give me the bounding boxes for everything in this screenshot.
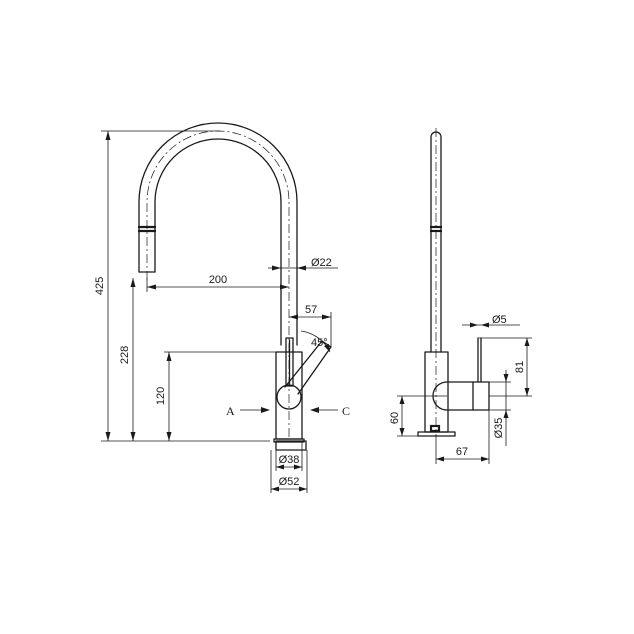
dim-57-arrow-left <box>289 314 298 320</box>
dim-22-arrow-right <box>297 265 306 271</box>
dim-60-arrow-top <box>399 396 405 404</box>
side-mount-nut <box>429 424 441 433</box>
dim-22-label: Ø22 <box>311 257 332 269</box>
side-base-plate <box>417 431 456 437</box>
dim-45-arrow <box>324 344 330 352</box>
body-slot <box>285 337 294 387</box>
front-view: 425 228 120 200 Ø22 57 45° <box>94 122 350 493</box>
dim-200-arrow-left <box>147 284 156 290</box>
dim-5-arrow-left <box>470 322 478 328</box>
spout-inner-outline <box>154 138 282 346</box>
dim-200-label: 200 <box>209 274 227 286</box>
marker-c-arrow-head <box>310 407 319 413</box>
dim-57-arrow-right <box>322 314 331 320</box>
side-body <box>424 351 449 433</box>
dim-67-arrow-right <box>481 456 489 462</box>
dim-228-arrow-top <box>130 278 136 287</box>
dim-60-label: 60 <box>389 412 401 424</box>
dim-81-arrow-bottom <box>524 388 530 396</box>
side-lever-block <box>432 381 490 411</box>
dim-67-label: 67 <box>456 446 468 458</box>
dim-81-arrow-top <box>524 338 530 346</box>
dim-52-arrow-left <box>271 486 279 492</box>
spout-outer-outline <box>138 122 298 346</box>
dim-35-arrow-bottom <box>503 410 509 418</box>
marker-c-label: C <box>342 404 350 418</box>
dim-60-arrow-bottom <box>399 428 405 436</box>
dim-81-label: 81 <box>514 361 526 373</box>
dim-120-arrow-bottom <box>166 432 172 441</box>
marker-a-arrow-head <box>261 407 270 413</box>
dim-228-label: 228 <box>119 346 131 364</box>
dim-38-arrow-left <box>276 464 284 470</box>
dim-120-label: 120 <box>155 387 167 405</box>
dim-425-label: 425 <box>94 277 106 295</box>
dim-38-label: Ø38 <box>279 454 300 466</box>
dim-22-arrow-left <box>272 265 281 271</box>
lever-hub <box>276 384 302 410</box>
dim-5-label: Ø5 <box>492 314 507 326</box>
dim-35-arrow-top <box>503 374 509 382</box>
dim-35-label: Ø35 <box>493 418 505 439</box>
dim-425-arrow-bottom <box>105 432 111 441</box>
dim-67-arrow-left <box>436 456 444 462</box>
dim-425-arrow-top <box>105 131 111 140</box>
side-view: Ø5 81 60 Ø35 67 <box>389 128 532 464</box>
lever-handle <box>284 340 332 395</box>
dim-52-arrow-right <box>299 486 307 492</box>
dim-228-arrow-bottom <box>130 432 136 441</box>
dim-120-arrow-top <box>166 352 172 361</box>
marker-a-label: A <box>226 404 235 418</box>
dim-45-label: 45° <box>311 337 328 349</box>
dim-38-arrow-right <box>294 464 302 470</box>
dim-52-label: Ø52 <box>279 476 300 488</box>
dim-57-label: 57 <box>305 304 317 316</box>
dim-200-arrow-right <box>280 284 289 290</box>
dim-5-arrow-right <box>481 322 489 328</box>
